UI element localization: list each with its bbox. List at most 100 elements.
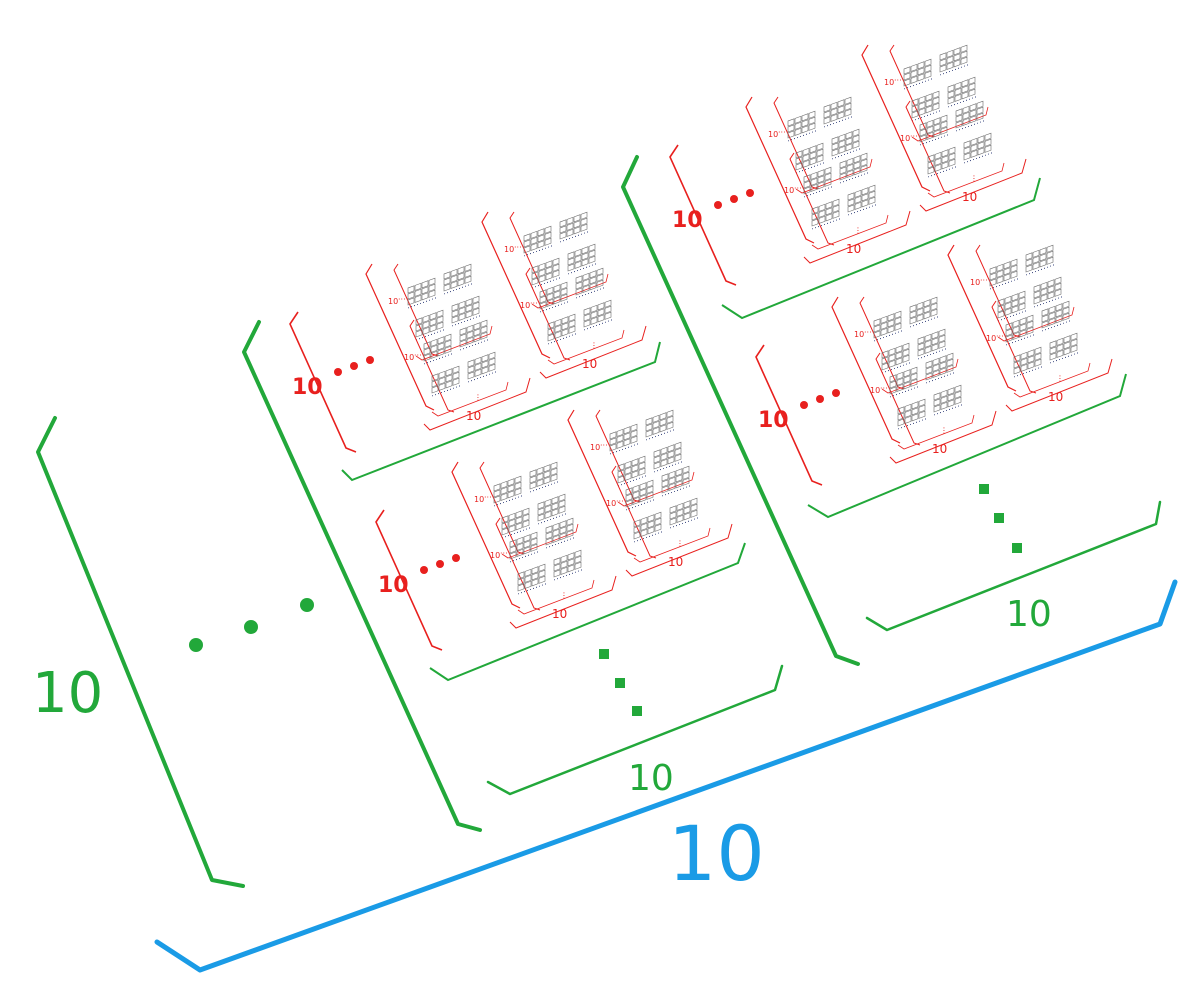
fine-cell bbox=[473, 334, 481, 343]
fine-cell bbox=[916, 301, 924, 310]
fine-cell bbox=[1003, 273, 1011, 282]
fine-cell bbox=[596, 267, 604, 276]
fine-cell bbox=[516, 542, 524, 551]
fine-cell bbox=[545, 531, 553, 540]
red-sub-cluster: 10··· bbox=[606, 465, 711, 563]
fine-cell bbox=[809, 145, 817, 154]
fine-cell bbox=[910, 75, 918, 84]
fine-cell bbox=[946, 352, 954, 361]
fine-cell bbox=[597, 302, 605, 311]
fine-cell bbox=[567, 263, 575, 272]
fine-cell bbox=[1020, 351, 1028, 360]
red-column: 10···10···⋮10 bbox=[745, 96, 911, 264]
fine-cell bbox=[1047, 279, 1055, 288]
fine-cell bbox=[996, 275, 1004, 284]
green-block-underline bbox=[721, 177, 1041, 320]
red-tiny-label: 10 bbox=[986, 334, 996, 343]
fine-cell bbox=[474, 362, 482, 371]
red-sub-cluster: 10··· bbox=[404, 319, 509, 417]
fine-tile bbox=[1033, 276, 1062, 308]
fine-cell bbox=[536, 466, 544, 475]
fine-tile bbox=[431, 365, 460, 397]
fine-cell bbox=[653, 461, 661, 470]
fine-cell bbox=[561, 316, 569, 325]
fine-cell bbox=[566, 228, 574, 237]
fine-cell bbox=[573, 220, 581, 229]
fine-cell bbox=[661, 485, 669, 494]
fine-cell bbox=[588, 249, 596, 258]
fine-cell bbox=[1011, 305, 1019, 314]
fine-cell bbox=[816, 142, 824, 151]
fine-cell bbox=[847, 204, 855, 213]
fine-cell bbox=[939, 361, 947, 370]
fine-cell bbox=[423, 341, 431, 350]
fine-cell bbox=[1011, 293, 1019, 302]
fine-cell bbox=[493, 495, 501, 504]
fine-cell bbox=[960, 56, 968, 65]
fine-tile bbox=[501, 507, 530, 539]
fine-cell bbox=[597, 308, 605, 317]
fine-cell bbox=[1056, 349, 1064, 358]
fine-cell bbox=[910, 69, 918, 78]
fine-cell bbox=[960, 50, 968, 59]
fine-cell bbox=[669, 505, 677, 514]
fine-cell bbox=[590, 316, 598, 325]
red-sub-underline bbox=[531, 273, 609, 309]
fine-cell bbox=[523, 233, 531, 242]
outer-blue-bracket-group: 10 bbox=[154, 579, 1178, 973]
fine-tile bbox=[509, 531, 538, 563]
red-vertical-ellipsis: ⋮ bbox=[474, 393, 482, 402]
fine-cell bbox=[887, 325, 895, 334]
fine-cell bbox=[551, 508, 559, 517]
fine-cell bbox=[553, 569, 561, 578]
red-sub-cluster: 10··· bbox=[388, 263, 493, 361]
fine-cell bbox=[803, 180, 811, 189]
fine-cell bbox=[925, 105, 933, 114]
fine-cell bbox=[560, 293, 568, 302]
fine-tile bbox=[625, 479, 654, 511]
fine-cell bbox=[844, 108, 852, 117]
red-column: 10···10···⋮10 bbox=[567, 409, 733, 577]
fine-cell bbox=[830, 101, 838, 110]
fine-cell bbox=[918, 107, 926, 116]
red-sub-cluster: 10··· bbox=[474, 461, 579, 559]
red-sub-bracket bbox=[509, 211, 555, 305]
fine-cell bbox=[544, 504, 552, 513]
fine-cell bbox=[969, 115, 977, 124]
fine-cell bbox=[667, 444, 675, 453]
fine-cell bbox=[1020, 363, 1028, 372]
fine-cell bbox=[422, 314, 430, 323]
fine-cell bbox=[1018, 302, 1026, 311]
fine-cell bbox=[803, 174, 811, 183]
fine-cell bbox=[580, 211, 588, 220]
fine-cell bbox=[940, 389, 948, 398]
fine-cell bbox=[910, 372, 918, 381]
fine-cell bbox=[559, 520, 567, 529]
fine-cell bbox=[940, 114, 948, 123]
fine-cell bbox=[954, 390, 962, 399]
fine-cell bbox=[831, 142, 839, 151]
fine-tile bbox=[997, 290, 1026, 322]
green-block-underline bbox=[429, 542, 746, 682]
fine-cell bbox=[653, 449, 661, 458]
fine-cell bbox=[415, 317, 423, 326]
fine-cell bbox=[638, 455, 646, 464]
fine-cell bbox=[530, 531, 538, 540]
fine-tile bbox=[423, 333, 452, 365]
fine-cell bbox=[976, 112, 984, 121]
red-column-underline bbox=[919, 158, 1027, 212]
fine-cell bbox=[889, 374, 897, 383]
fine-cell bbox=[616, 440, 624, 449]
fine-tile bbox=[823, 96, 852, 128]
fine-cell bbox=[560, 287, 568, 296]
fine-cell bbox=[853, 167, 861, 176]
fine-cell bbox=[444, 333, 452, 342]
fine-cell bbox=[589, 270, 597, 279]
red-tiny-ellipsis: ··· bbox=[910, 132, 918, 141]
red-sub-bracket bbox=[889, 44, 935, 138]
red-sub-underline bbox=[927, 162, 1005, 198]
green-ellipsis-dot bbox=[632, 706, 642, 716]
fine-cell bbox=[919, 134, 927, 143]
fine-cell bbox=[934, 157, 942, 166]
green-dot bbox=[244, 620, 258, 634]
